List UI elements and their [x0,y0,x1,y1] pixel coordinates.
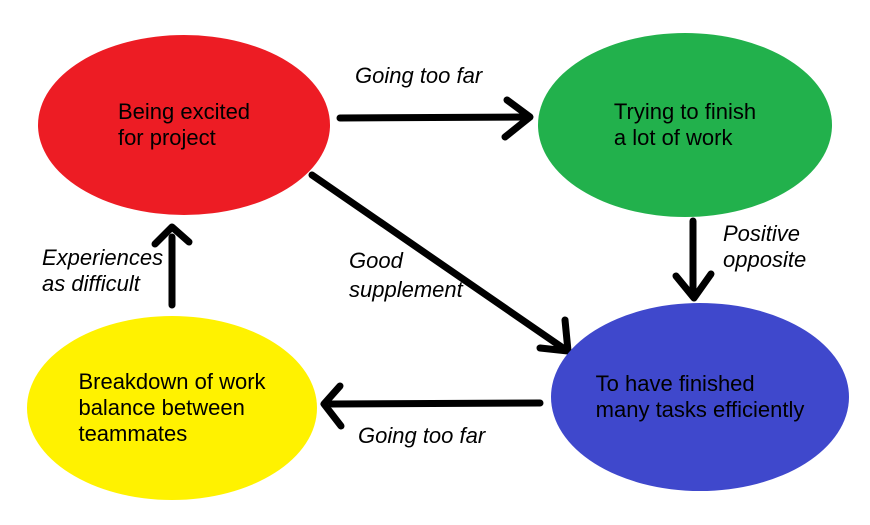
arrow-finish-to-finished-icon [672,217,715,302]
node-finished-many-tasks-label: To have finished many tasks efficiently [595,371,805,422]
edge-label-experiences-as-difficult: Experiences as difficult [42,245,164,296]
arrow-head-icon [672,270,715,302]
node-breakdown-of-work-label: Breakdown of work balance between teamma… [78,369,266,446]
node-breakdown-of-work: Breakdown of work balance between teamma… [27,316,317,500]
node-being-excited: Being excited for project [38,35,330,215]
arrow-excited-to-finish-icon [336,96,534,141]
edge-label-going-too-far-bottom: Going too far [358,423,486,448]
arrow-shaft [336,113,527,122]
node-trying-to-finish-label: Trying to finish a lot of work [613,99,757,150]
arrow-finished-to-breakdown-icon [320,382,544,430]
arrow-head-icon [320,382,345,430]
arrow-head-icon [501,96,534,141]
arrow-excited-to-finished-icon [308,171,572,355]
arrow-head-icon [536,316,572,355]
arrow-shaft [328,399,544,408]
node-being-excited-label: Being excited for project [117,99,251,150]
arrow-head-icon [151,223,193,248]
edge-label-good-supplement: Good supplement [349,248,463,302]
arrow-shaft [308,171,567,352]
edge-label-positive-opposite: Positive opposite [723,221,807,272]
arrow-breakdown-to-excited-icon [151,223,193,309]
edge-label-going-too-far-top: Going too far [355,63,483,88]
node-finished-many-tasks: To have finished many tasks efficiently [551,303,849,491]
node-trying-to-finish: Trying to finish a lot of work [538,33,832,217]
